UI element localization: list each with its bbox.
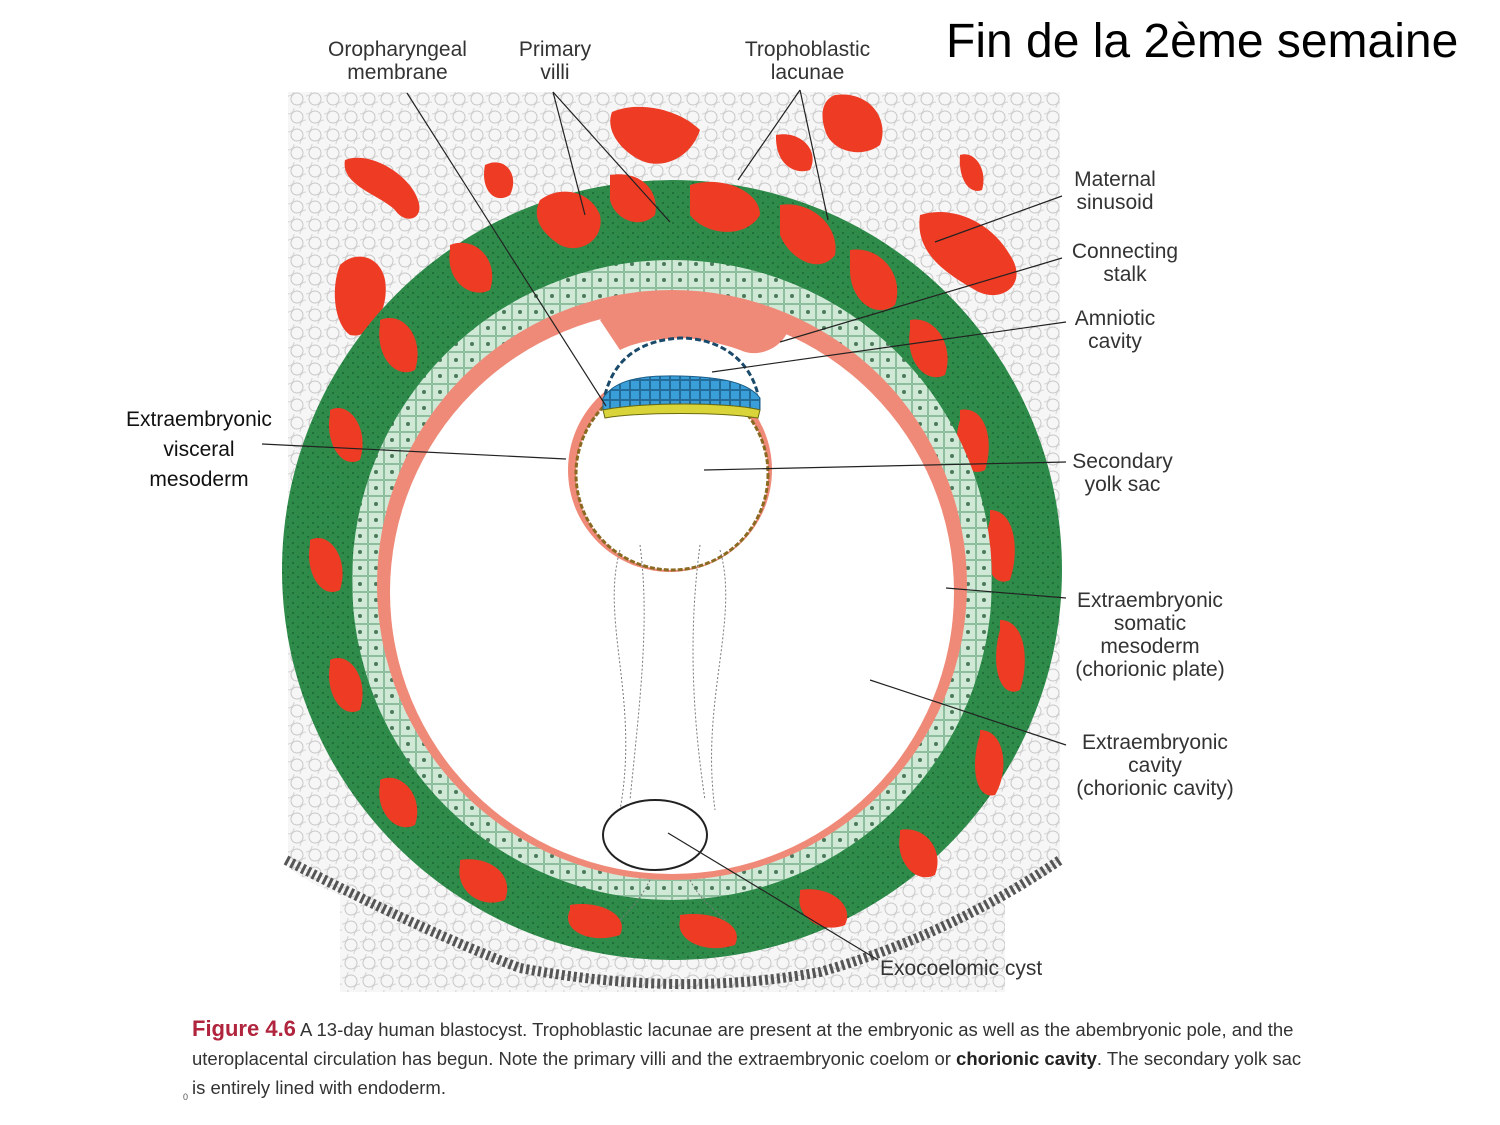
label-extraembryonic-cavity: Extraembryonic cavity (chorionic cavity) [1076, 731, 1234, 800]
corner-mark: 0 [183, 1092, 189, 1102]
uterine-epithelium [283, 855, 1063, 990]
hypoblast [602, 403, 761, 419]
label-amniotic-cavity: Amniotic cavity [1074, 307, 1156, 353]
label-maternal-sinusoid: Maternal sinusoid [1074, 168, 1156, 214]
label-primary-villi: Primary villi [518, 38, 592, 84]
exocoelomic-cyst [602, 799, 708, 871]
label-extraembryonic-somatic-mesoderm: Extraembryonic somatic mesoderm (chorion… [1075, 589, 1225, 681]
caption-text-2: . The secondary yolk sac is entirely lin… [192, 1048, 1302, 1098]
label-secondary-yolk-sac: Secondary yolk sac [1072, 450, 1173, 496]
label-trophoblastic-lacunae: Trophoblastic lacunae [744, 38, 871, 84]
caption-text-1: A 13-day human blastocyst. Trophoblastic… [192, 1019, 1294, 1069]
maternal-sinusoids [334, 94, 1017, 336]
label-oropharyngeal-membrane: Oropharyngeal membrane [328, 38, 467, 84]
connecting-stalk [600, 297, 790, 354]
extraembryonic-reticulum [613, 544, 727, 921]
trophoblastic-lacunae [309, 174, 1025, 949]
label-extraembryonic-visceral-mesoderm: Extraembryonic visceral mesoderm [126, 408, 272, 491]
caption-bold-term: chorionic cavity [956, 1048, 1097, 1069]
figure-number: Figure 4.6 [192, 1016, 296, 1041]
label-exocoelomic-cyst: Exocoelomic cyst [880, 957, 1043, 980]
slide-title: Fin de la 2ème semaine [946, 15, 1459, 68]
leader-lines [261, 89, 1067, 961]
figure-caption: Figure 4.6 A 13-day human blastocyst. Tr… [192, 1014, 1312, 1102]
chorionic-cavity [390, 310, 954, 874]
label-connecting-stalk: Connecting stalk [1071, 240, 1179, 286]
